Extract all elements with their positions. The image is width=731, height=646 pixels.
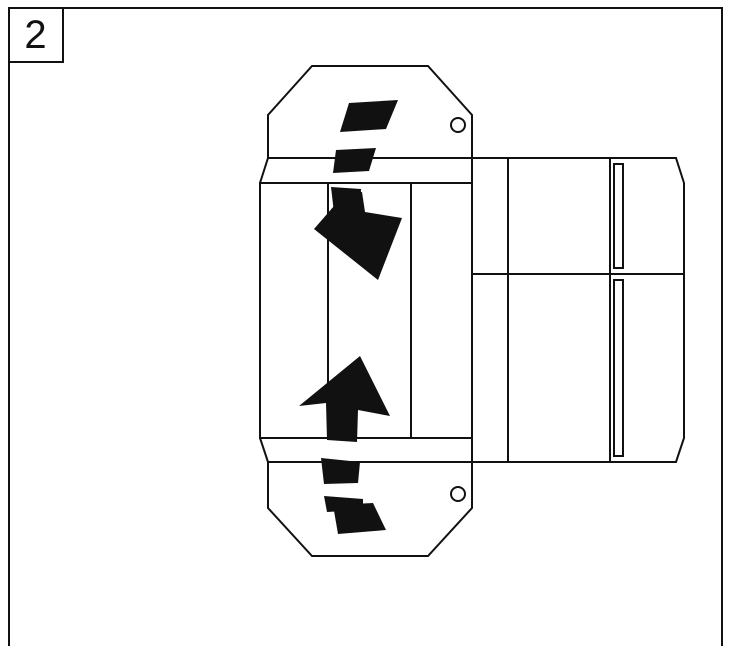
top-flap-hole <box>450 117 466 133</box>
arrow-down-icon <box>314 100 402 280</box>
panel-border <box>8 7 723 646</box>
bottom-flap-hole <box>450 486 466 502</box>
slot-upper <box>613 163 624 269</box>
arrow-up-icon <box>299 356 390 534</box>
slot-lower <box>613 279 624 457</box>
step-number: 2 <box>9 8 64 63</box>
